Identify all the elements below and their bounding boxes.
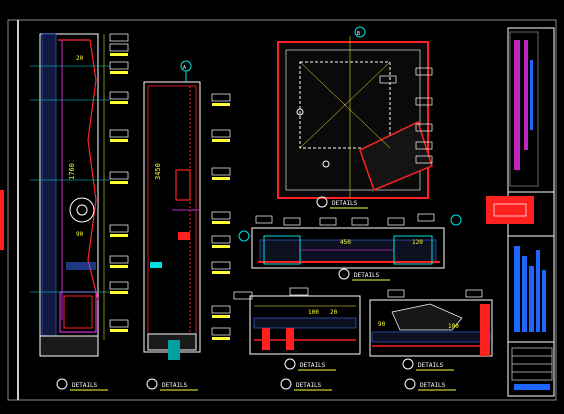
svg-text:20: 20 — [76, 55, 84, 62]
caption-2: DETAILS — [162, 382, 188, 389]
svg-text:90: 90 — [76, 231, 84, 238]
plan-view: B — [277, 26, 433, 199]
caption-6: DETAILS — [354, 272, 380, 279]
caption-1: DETAILS — [72, 382, 98, 389]
svg-text:B: B — [357, 31, 360, 37]
sheet-border — [7, 19, 557, 401]
caption-4: DETAILS — [420, 382, 446, 389]
detail-bottom-right-tags — [387, 289, 483, 298]
svg-text:1760: 1760 — [68, 163, 76, 180]
detail-bottom-right: 90 100 — [369, 299, 493, 357]
dim-450: 450 — [340, 239, 351, 246]
elevation-2-tags — [211, 93, 231, 336]
caption-3: DETAILS — [296, 382, 322, 389]
elevation-2: 3450 A — [143, 60, 201, 360]
dim-120: 120 — [412, 239, 423, 246]
elevation-2-tag-fills — [212, 103, 230, 340]
detail-bottom-left-tags — [233, 287, 309, 300]
elevation-1-tag-fills — [110, 53, 128, 332]
dim-100: 100 — [448, 323, 459, 330]
title-block — [486, 27, 555, 397]
svg-text:100: 100 — [308, 309, 319, 316]
svg-text:20: 20 — [330, 309, 338, 316]
detail-captions: DETAILS DETAILS DETAILS DETAILS DETAILS … — [56, 196, 456, 391]
caption-8: DETAILS — [418, 362, 444, 369]
caption-7: DETAILS — [300, 362, 326, 369]
svg-text:A: A — [183, 65, 186, 71]
section-mid: 450 120 — [238, 214, 462, 269]
elevation-1: 1760 20 90 — [30, 33, 110, 357]
elevation-1-tags — [109, 33, 129, 328]
caption-5: DETAILS — [332, 200, 358, 207]
detail-bottom-left: 100 20 — [249, 295, 361, 355]
left-margin-red-bar — [0, 190, 4, 250]
plan-view-tags — [379, 67, 433, 164]
dim-90: 90 — [378, 321, 386, 328]
svg-text:3450: 3450 — [154, 163, 162, 180]
section-mid-tags — [255, 213, 435, 226]
